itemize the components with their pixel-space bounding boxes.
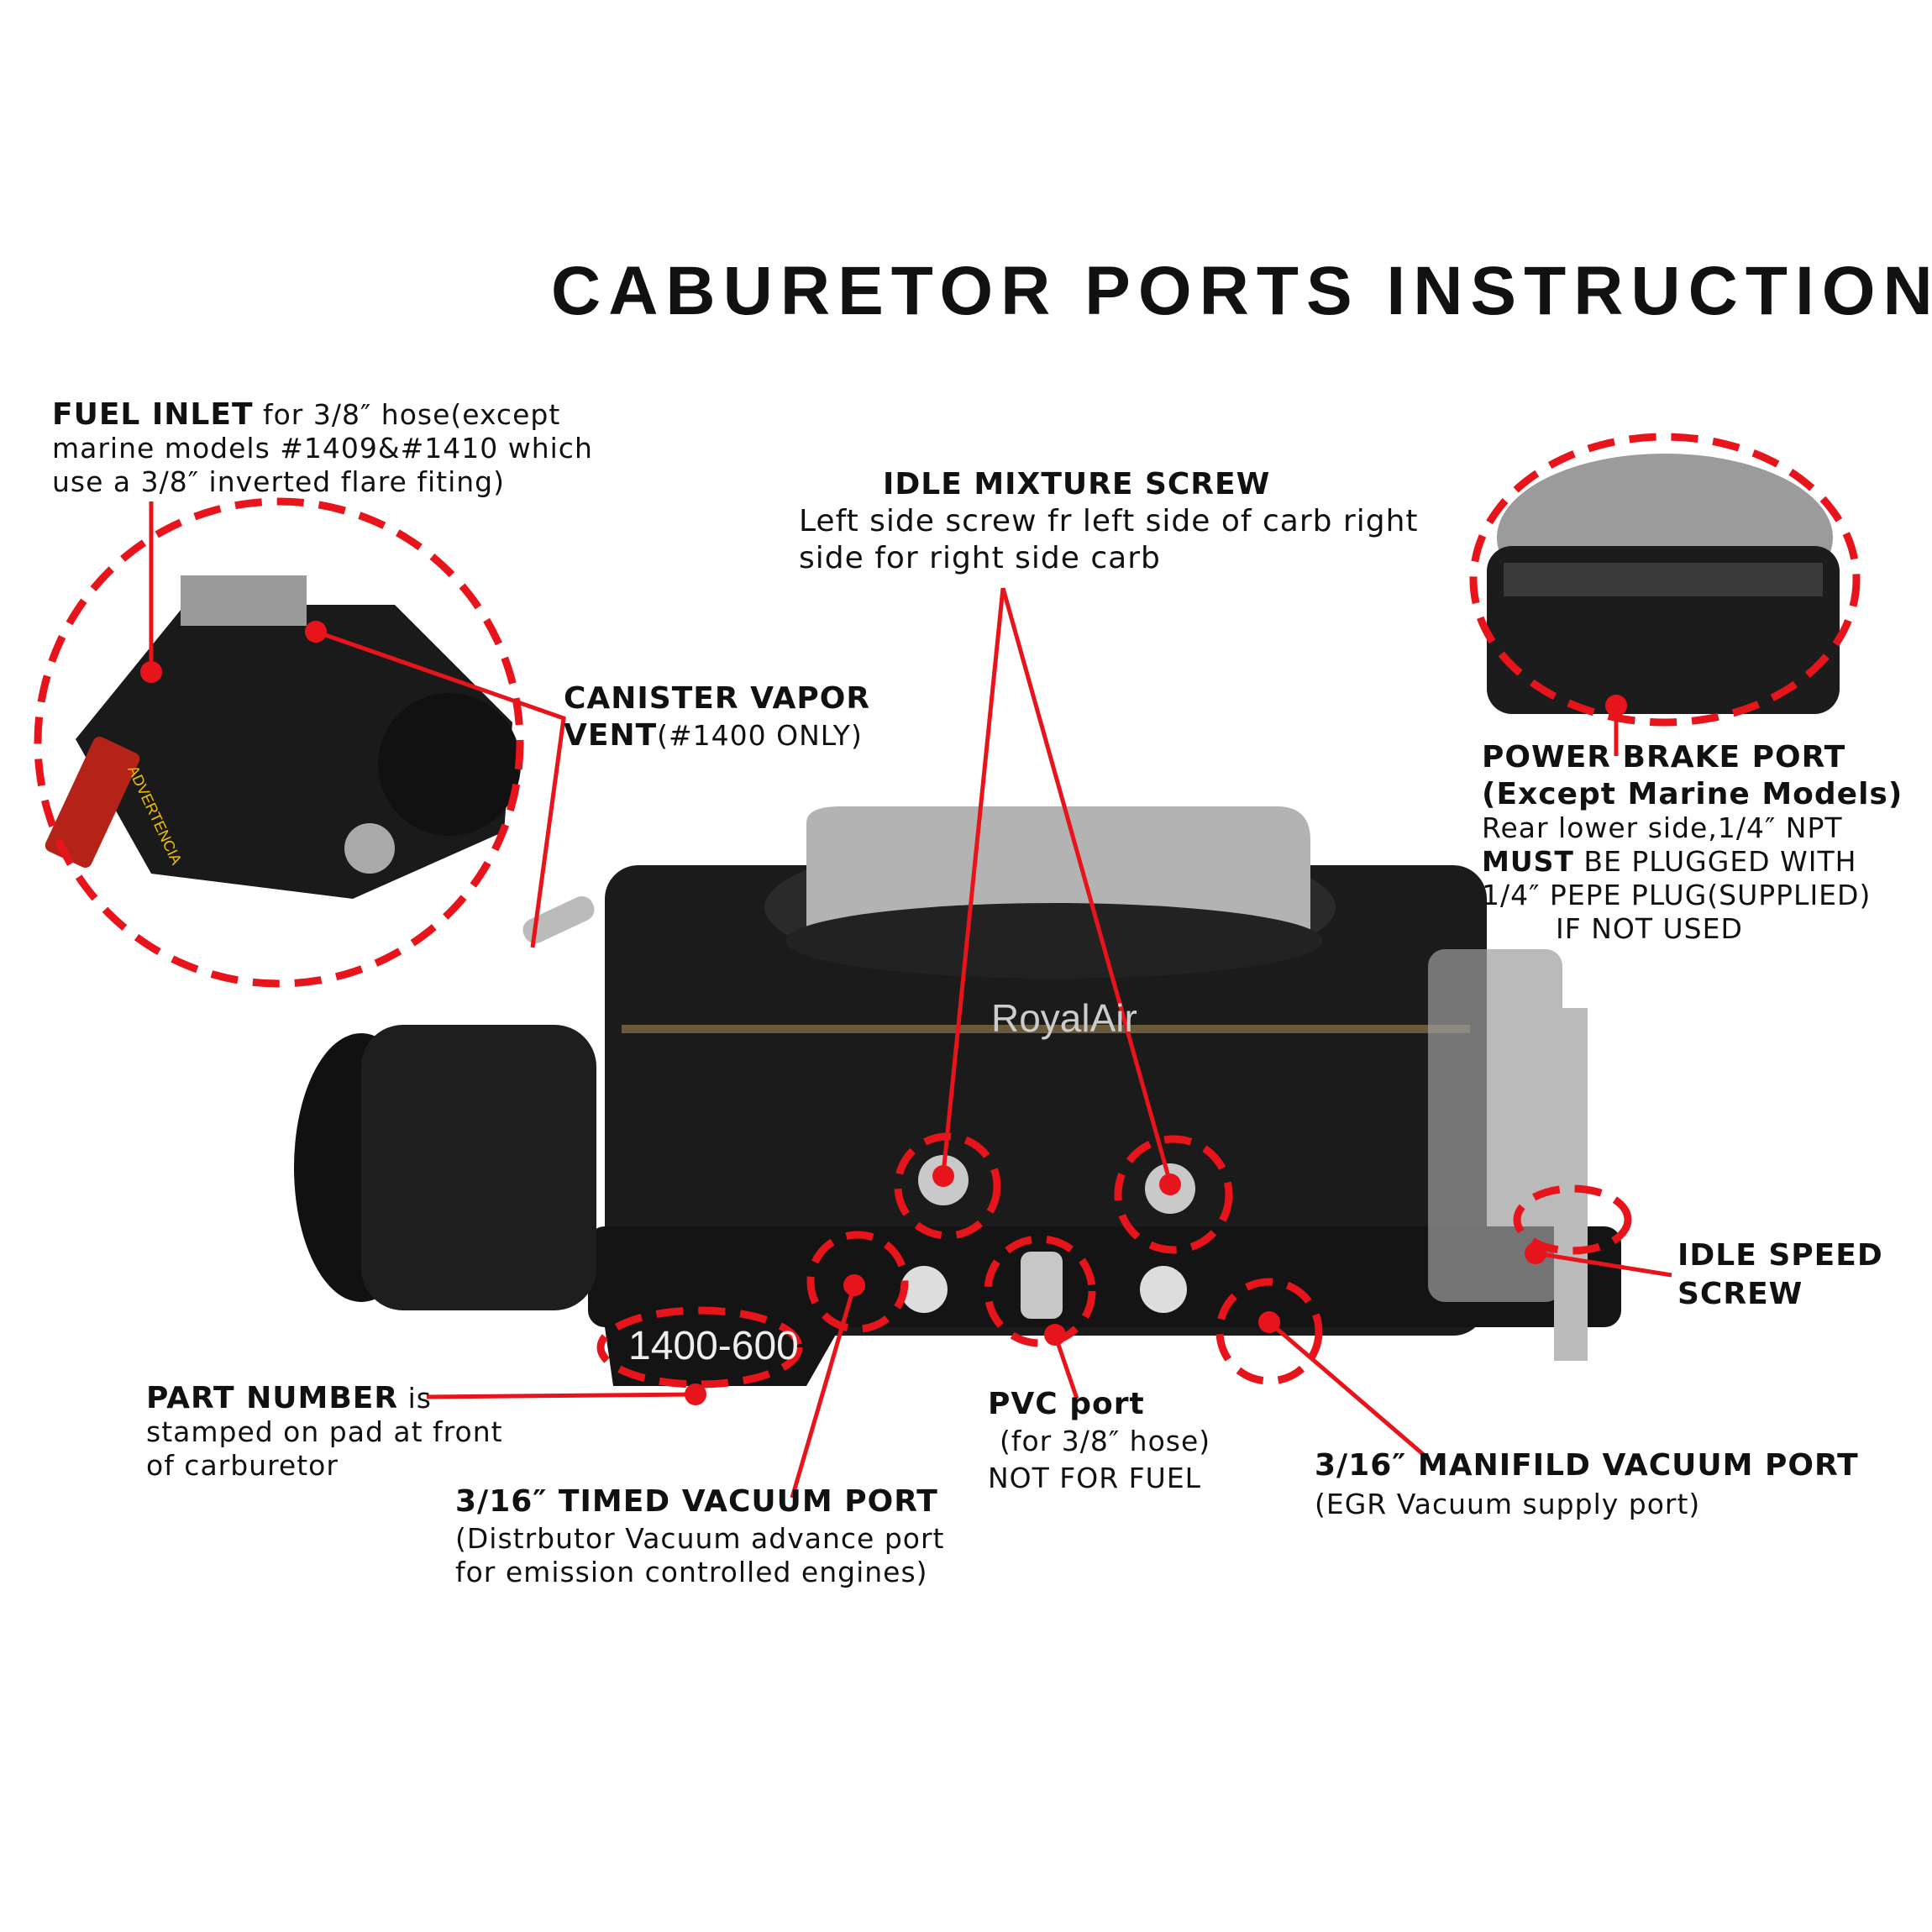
idle-speed-callout: IDLE SPEED SCREW: [1677, 1236, 1883, 1314]
power-brake-line: BE PLUGGED WITH: [1573, 845, 1857, 878]
idle-mixture-callout: IDLE MIXTURE SCREW Left side screw fr le…: [799, 466, 1419, 577]
power-brake-subheading: (Except Marine Models): [1482, 777, 1903, 811]
timed-vacuum-line: (Distrbutor Vacuum advance port: [455, 1522, 945, 1555]
timed-vacuum-heading: 3/16″ TIMED VACUUM PORT: [455, 1484, 938, 1519]
power-brake-line: 1/4″ PEPE PLUG(SUPPLIED): [1482, 879, 1872, 911]
timed-vacuum-callout: 3/16″ TIMED VACUUM PORT (Distrbutor Vacu…: [455, 1485, 944, 1589]
manifold-vacuum-circle: [1215, 1278, 1323, 1385]
idle-mixture-right-circle: [1114, 1135, 1233, 1254]
part-number-line: of carburetor: [146, 1449, 339, 1482]
pvc-line: (for 3/8″ hose): [1000, 1425, 1211, 1457]
pvc-port-circle: [984, 1235, 1096, 1347]
timed-vacuum-circle: [806, 1231, 909, 1333]
power-brake-line: IF NOT USED: [1556, 912, 1743, 945]
idle-mixture-line: side for right side carb: [799, 541, 1161, 575]
fuel-inlet-line: marine models #1409&#1410 which: [52, 432, 593, 465]
fuel-inlet-line: for 3/8″ hose(except: [253, 398, 561, 431]
timed-vacuum-line: for emission controlled engines): [455, 1556, 928, 1588]
idle-speed-heading: IDLE SPEED: [1677, 1238, 1883, 1273]
carburetor-photo: [294, 806, 1621, 1386]
manifold-vacuum-line: (EGR Vacuum supply port): [1315, 1488, 1701, 1520]
pvc-port-callout: PVC port (for 3/8″ hose) NOT FOR FUEL: [988, 1386, 1210, 1497]
power-brake-callout: POWER BRAKE PORT (Except Marine Models) …: [1482, 741, 1903, 946]
fuel-inlet-line: use a 3/8″ inverted flare fiting): [52, 465, 505, 498]
power-brake-heading: POWER BRAKE PORT: [1482, 740, 1846, 774]
power-brake-inset-circle: [1469, 433, 1861, 727]
canister-note: (#1400 ONLY): [657, 719, 863, 752]
power-brake-inset-photo: [1487, 454, 1840, 714]
page-title: CABURETOR PORTS INSTRUCTION: [551, 253, 1932, 329]
fuel-inlet-inset-circle: [34, 497, 524, 988]
part-number-heading: PART NUMBER: [146, 1381, 399, 1415]
fuel-inlet-callout: FUEL INLET for 3/8″ hose(except marine m…: [52, 398, 593, 499]
part-number-stamp: 1400-600: [628, 1324, 799, 1368]
canister-heading: CANISTER VAPOR: [564, 681, 871, 716]
canister-heading: VENT: [564, 718, 658, 753]
part-number-circle: [596, 1306, 803, 1389]
fuel-inlet-heading: FUEL INLET: [52, 397, 254, 432]
manifold-vacuum-heading: 3/16″ MANIFILD VACUUM PORT: [1315, 1448, 1859, 1483]
idle-mixture-heading: IDLE MIXTURE SCREW: [883, 467, 1271, 501]
pvc-line: NOT FOR FUEL: [988, 1462, 1202, 1494]
brand-logo: RoyalAir: [991, 996, 1137, 1040]
idle-speed-circle: [1513, 1184, 1632, 1255]
part-number-suffix: is: [398, 1382, 432, 1415]
part-number-callout: PART NUMBER is stamped on pad at front o…: [146, 1382, 503, 1483]
pvc-heading: PVC port: [988, 1387, 1145, 1421]
part-number-line: stamped on pad at front: [146, 1415, 503, 1448]
fuel-inlet-inset-photo: [45, 575, 521, 899]
manifold-vacuum-callout: 3/16″ MANIFILD VACUUM PORT (EGR Vacuum s…: [1315, 1446, 1859, 1524]
power-brake-must: MUST: [1482, 845, 1574, 878]
canister-vent-callout: CANISTER VAPOR VENT(#1400 ONLY): [564, 680, 870, 754]
callout-dots: [140, 621, 1627, 1405]
leader-lines: [149, 501, 1672, 1499]
idle-speed-heading: SCREW: [1677, 1277, 1803, 1311]
power-brake-line: Rear lower side,1/4″ NPT: [1482, 811, 1843, 844]
idle-mixture-line: Left side screw fr left side of carb rig…: [799, 504, 1419, 538]
